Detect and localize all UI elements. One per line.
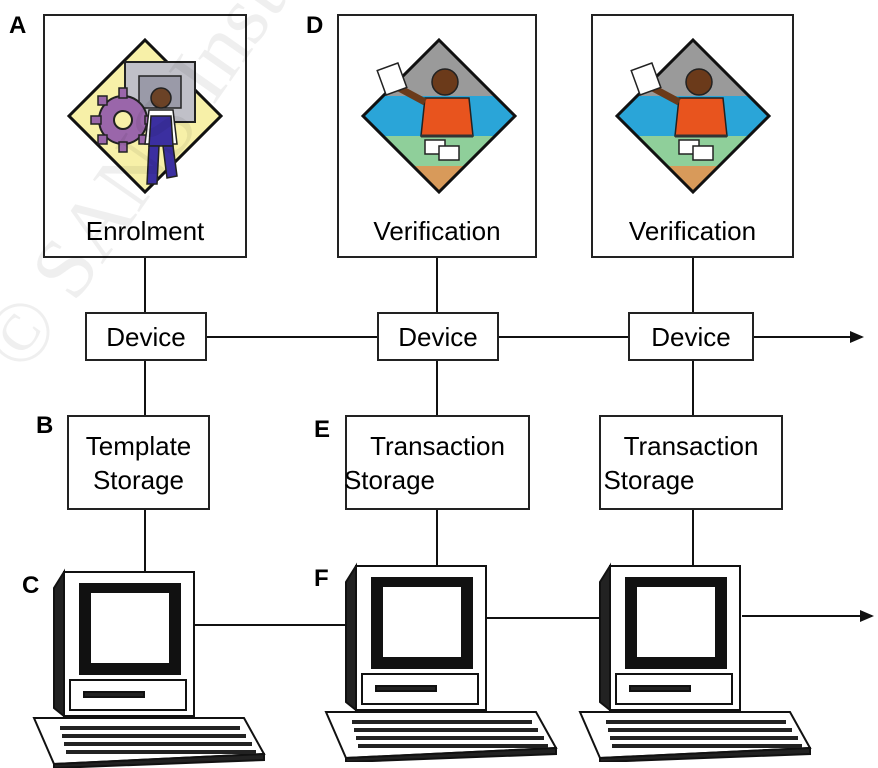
desk-worker-icon (614, 37, 772, 195)
storage-label-line2: Storage (92, 465, 185, 495)
storage-label-line2: Storage (343, 465, 436, 495)
activity-box-enrolment: Enrolment (43, 14, 247, 258)
activity-label: Verification (628, 216, 757, 246)
label-c: C (22, 572, 40, 599)
label-a: A (9, 12, 27, 39)
storage-box-transaction-1: Transaction Storage (344, 415, 530, 510)
device-box-3: Device (628, 312, 754, 361)
gear-worker-icon (66, 37, 224, 195)
storage-label-line1: Transaction (370, 431, 505, 461)
desktop-computer-icon (32, 568, 266, 768)
device-label: Device (651, 322, 731, 352)
device-box-1: Device (85, 312, 207, 361)
device-label: Device (106, 322, 186, 352)
desktop-computer-icon (578, 562, 812, 762)
storage-label-line2: Storage (603, 465, 695, 495)
storage-label-line1: Transaction (623, 431, 759, 461)
storage-box-template: Template Storage (67, 415, 210, 510)
activity-box-verification-1: Verification (337, 14, 537, 258)
label-e: E (314, 416, 331, 443)
storage-label-line1: Template (85, 431, 192, 461)
label-f: F (314, 565, 329, 592)
device-label: Device (398, 322, 478, 352)
activity-box-verification-2: Verification (591, 14, 794, 258)
label-b: B (36, 412, 54, 439)
label-d: D (306, 12, 324, 39)
storage-box-transaction-2: Transaction Storage (599, 415, 783, 510)
desk-worker-icon (360, 37, 518, 195)
activity-label: Enrolment (85, 216, 205, 246)
desktop-computer-icon (324, 562, 558, 762)
device-box-2: Device (377, 312, 499, 361)
activity-label: Verification (373, 216, 501, 246)
